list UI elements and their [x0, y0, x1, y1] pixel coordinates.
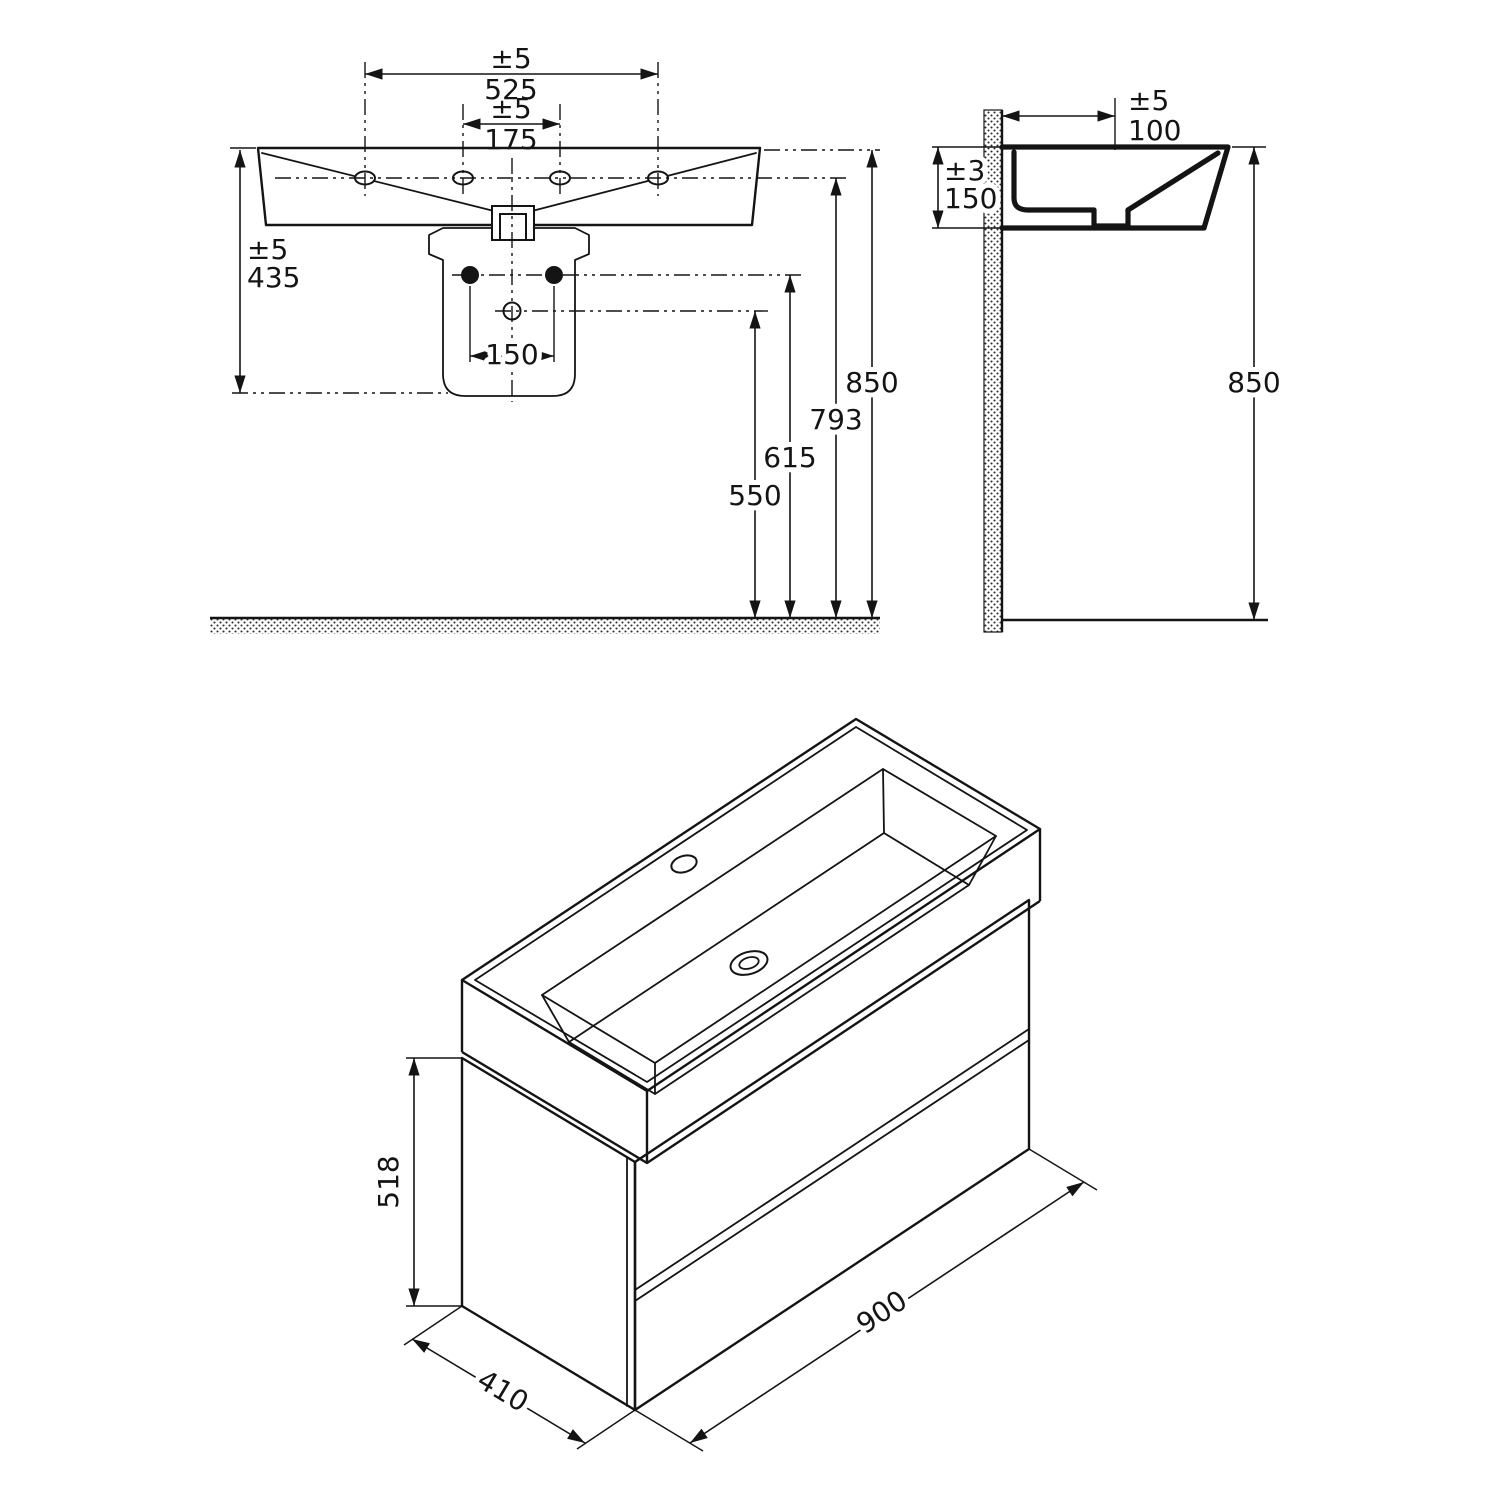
dim-outer-holes-label: 525	[484, 73, 537, 106]
dim-drain-offset-tolerance-label: ±5	[1128, 84, 1169, 117]
dim-fixing-height-label: 615	[763, 441, 816, 474]
dim-bracket-height-label: 435	[247, 261, 300, 294]
basin-front-outline	[256, 146, 762, 227]
side-view-group: ±5 100 ±3 150 850	[932, 84, 1286, 633]
iso-drain-outer	[729, 950, 769, 976]
side-dimension-lines	[932, 98, 1266, 620]
dim-bolt-spacing-label: 150	[485, 338, 538, 371]
iso-drawer-gap-lower	[634, 1039, 1030, 1302]
iso-faucet-hole	[670, 854, 698, 874]
iso-basin-rim-line	[474, 726, 1028, 1083]
basin-bowl-slope-right	[531, 152, 757, 212]
dim-holes-height-label: 793	[809, 403, 862, 436]
front-view-group: ±5 525 ±5 175 ±5 435 150 850 793 615 550	[210, 42, 904, 634]
basin-section	[999, 144, 1231, 231]
mounting-bracket	[428, 227, 590, 397]
iso-bowl-bottom	[568, 832, 970, 1095]
dim-depth-label: 410	[471, 1363, 534, 1419]
iso-basin	[460, 717, 1042, 1165]
drain-fitting-inner	[499, 213, 527, 241]
dim-trap-height-label: 550	[728, 479, 781, 512]
floor-hatch	[210, 618, 880, 634]
dim-inner-holes-tolerance-label: ±5	[490, 92, 531, 125]
dim-outer-holes-tolerance-label: ±5	[490, 42, 531, 75]
dim-basin-height-label: 150	[944, 182, 997, 215]
iso-basin-bottom-edges	[461, 900, 1041, 1165]
fixing-hole-left	[461, 266, 479, 284]
iso-dimension-lines	[403, 1057, 1098, 1452]
iso-drain-inner	[738, 956, 760, 970]
dim-bracket-height-tolerance-label: ±5	[247, 233, 288, 266]
basin-bowl-slope-left	[261, 152, 495, 212]
iso-cabinet	[460, 898, 1031, 1412]
isometric-view-group: 518 410 900	[367, 717, 1098, 1452]
dim-width-label: 900	[850, 1284, 913, 1341]
dim-drain-offset-label: 100	[1128, 114, 1181, 147]
front-dimension-lines	[230, 68, 878, 618]
dim-side-rim-height-label: 850	[1227, 366, 1280, 399]
iso-cabinet-left-face	[460, 1056, 637, 1412]
iso-basin-top-face	[460, 717, 1042, 1093]
front-centerlines	[232, 62, 880, 402]
dim-basin-height-tolerance-label: ±3	[944, 154, 985, 187]
dim-rim-height-label: 850	[845, 366, 898, 399]
fixing-hole-right	[545, 266, 563, 284]
dim-cabinet-height-label: 518	[372, 1155, 405, 1208]
dim-inner-holes-label: 175	[484, 123, 537, 156]
